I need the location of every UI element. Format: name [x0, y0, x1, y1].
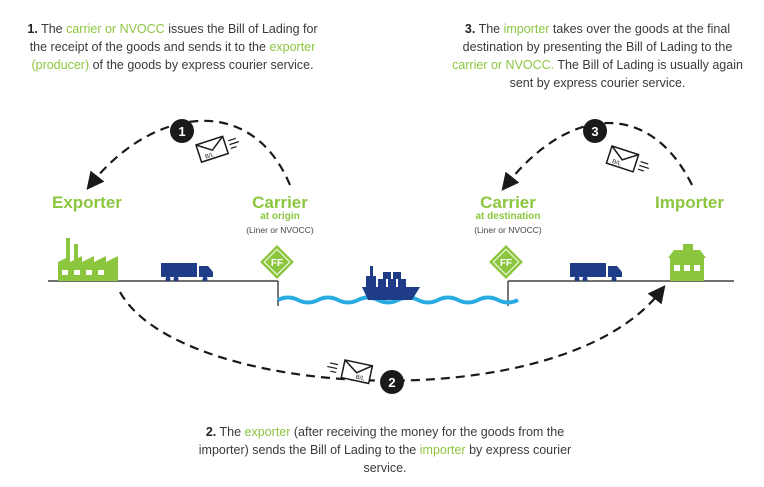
- carrier-origin-sub: at origin: [260, 211, 300, 222]
- arc-step-1: [86, 119, 292, 190]
- bl-label: B/L: [204, 152, 215, 161]
- note-text: (after receiving the money for the goods…: [198, 425, 565, 457]
- step-number: 2.: [205, 425, 217, 439]
- step-3-number: 3: [591, 124, 598, 139]
- importer-label: Importer: [655, 193, 724, 212]
- note-text: issues the Bill of Lading for the receip…: [29, 22, 318, 54]
- bl-label: B/L: [611, 159, 622, 168]
- highlight-exporter: exporter (producer): [31, 40, 316, 72]
- highlight-importer: importer: [503, 22, 550, 36]
- note-text: of the goods by express courier service.: [89, 58, 314, 72]
- highlight-importer: importer: [419, 443, 466, 457]
- freight-forwarder-origin-icon: FF: [260, 245, 294, 279]
- note-text: by express courier service.: [363, 443, 572, 475]
- exporter-label: Exporter: [52, 193, 122, 212]
- truck-icon: [570, 263, 622, 282]
- carrier-destination-label: Carrier: [480, 193, 536, 212]
- shop-icon: [668, 244, 706, 281]
- step-number: 1.: [27, 22, 38, 36]
- factory-icon: [58, 238, 118, 281]
- bl-label: B/L: [355, 375, 366, 383]
- note-text: The Bill of Lading is usually again sent…: [509, 58, 743, 90]
- ship-icon: [362, 266, 420, 300]
- truck-icon: [161, 263, 213, 282]
- note-text: takes over the goods at the final destin…: [462, 22, 733, 54]
- note-text: The: [216, 425, 245, 439]
- highlight-carrier: carrier or NVOCC: [66, 22, 165, 36]
- arc-step-3: [501, 122, 693, 191]
- carrier-origin-note: (Liner or NVOCC): [246, 225, 314, 235]
- carrier-origin-label: Carrier: [252, 193, 308, 212]
- step-3-badge: 3: [583, 119, 607, 143]
- ff-label: FF: [500, 258, 512, 269]
- step-1-number: 1: [178, 124, 185, 139]
- step-2-description: 2. The exporter (after receiving the mon…: [190, 423, 580, 477]
- step-2-number: 2: [388, 375, 395, 390]
- step-2-badge: 2: [380, 370, 404, 394]
- freight-forwarder-destination-icon: FF: [489, 245, 523, 279]
- step-1-badge: 1: [170, 119, 194, 143]
- carrier-destination-sub: at destination: [475, 211, 541, 222]
- highlight-exporter: exporter: [244, 425, 291, 439]
- note-text: The: [37, 22, 67, 36]
- envelope-icon: B/L: [605, 145, 650, 173]
- envelope-icon: B/L: [195, 135, 240, 164]
- step-1-description: 1. The carrier or NVOCC issues the Bill …: [20, 20, 325, 74]
- note-text: The: [475, 22, 504, 36]
- carrier-destination-note: (Liner or NVOCC): [474, 225, 542, 235]
- step-number: 3.: [464, 22, 476, 36]
- arc-step-2: [119, 285, 666, 382]
- envelope-icon: B/L: [327, 359, 374, 385]
- highlight-carrier: carrier or NVOCC.: [452, 58, 555, 72]
- step-3-description: 3. The importer takes over the goods at …: [445, 20, 750, 92]
- ff-label: FF: [271, 258, 283, 269]
